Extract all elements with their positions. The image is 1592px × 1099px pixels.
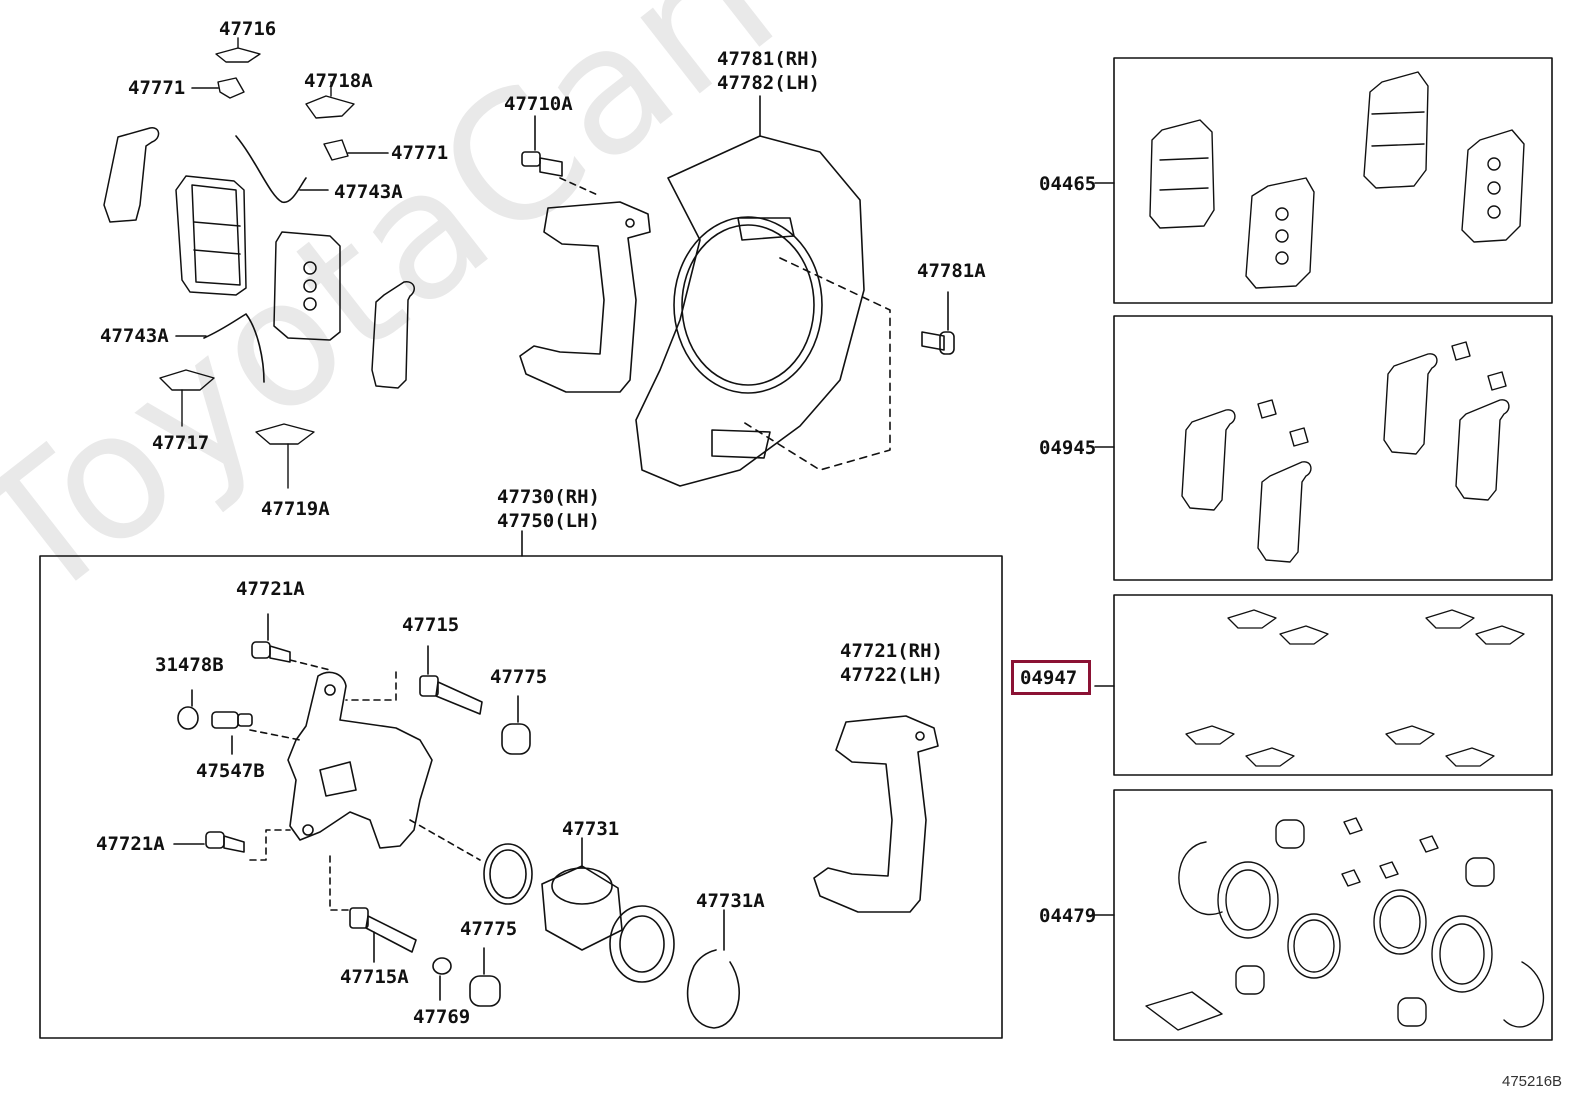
label-47718A: 47718A: [304, 70, 373, 92]
caliper-bracket-upper: [519, 201, 651, 393]
clips-top: [159, 37, 355, 489]
kit-box-04479: [1113, 789, 1553, 1041]
kit-label-04465[interactable]: 04465: [1039, 173, 1097, 195]
diagram-code: 475216B: [1502, 1073, 1563, 1090]
label-47769: 47769: [413, 1006, 471, 1028]
label-47547B: 47547B: [196, 760, 265, 782]
kit-04465-pads: [1149, 71, 1525, 289]
caliper-assembly-box: [39, 555, 1003, 1039]
caliper-body: [287, 671, 433, 849]
brake-pad-group: [103, 127, 415, 389]
guide-pin-47715: [419, 675, 483, 715]
label-31478B: 31478B: [155, 654, 224, 676]
bleeder-47769: [432, 957, 452, 975]
kit-label-04947[interactable]: 04947: [1020, 667, 1078, 689]
dust-shield: [635, 135, 865, 487]
label-47721A-lower: 47721A: [96, 833, 165, 855]
label-47782-lh: 47782(LH): [717, 72, 820, 94]
label-47781A: 47781A: [917, 260, 986, 282]
kit-label-04945[interactable]: 04945: [1039, 437, 1097, 459]
label-47721A-upper: 47721A: [236, 578, 305, 600]
piston-boot: [609, 905, 675, 983]
highlight-box-04947: [1011, 660, 1091, 695]
label-47781-rh: 47781(RH): [717, 48, 820, 70]
seal-ring: [483, 843, 533, 905]
label-47775-upper: 47775: [490, 666, 548, 688]
bolt-47721A-upper: [251, 641, 291, 663]
bolt-47710A: [521, 151, 563, 177]
kit-04479-seals: [1145, 817, 1545, 1031]
bolt-47721A-lower: [205, 831, 245, 853]
label-47750-lh: 47750(LH): [497, 510, 600, 532]
kit-label-04479[interactable]: 04479: [1039, 905, 1097, 927]
retaining-ring-47731A: [686, 949, 740, 1029]
label-47771-upper: 47771: [128, 77, 186, 99]
guide-pin-47715A: [349, 907, 417, 953]
kit-box-04465: [1113, 57, 1553, 304]
label-47731A: 47731A: [696, 890, 765, 912]
label-47716: 47716: [219, 18, 277, 40]
bleeder-47547B: [211, 711, 253, 729]
spring-47743A-lower: [203, 313, 265, 383]
kit-box-04947: [1113, 594, 1553, 776]
caliper-bracket-lower: [813, 715, 939, 913]
label-47743A-upper: 47743A: [334, 181, 403, 203]
label-47731: 47731: [562, 818, 620, 840]
label-47730-rh: 47730(RH): [497, 486, 600, 508]
cap-31478B: [177, 706, 199, 730]
kit-box-04945: [1113, 315, 1553, 581]
label-47722-lh: 47722(LH): [840, 664, 943, 686]
label-47715: 47715: [402, 614, 460, 636]
kit-04945-shims: [1181, 341, 1510, 563]
bolt-47781A: [921, 331, 955, 355]
label-47710A: 47710A: [504, 93, 573, 115]
label-47771-lower: 47771: [391, 142, 449, 164]
label-47775-lower: 47775: [460, 918, 518, 940]
label-47715A: 47715A: [340, 966, 409, 988]
boot-47775-lower: [469, 975, 501, 1007]
label-47743A-lower: 47743A: [100, 325, 169, 347]
label-47721-rh: 47721(RH): [840, 640, 943, 662]
label-47719A: 47719A: [261, 498, 330, 520]
kit-04947-clips: [1185, 609, 1525, 767]
spring-47743A-upper: [235, 135, 307, 203]
boot-47775-upper: [501, 723, 531, 755]
label-47717: 47717: [152, 432, 210, 454]
